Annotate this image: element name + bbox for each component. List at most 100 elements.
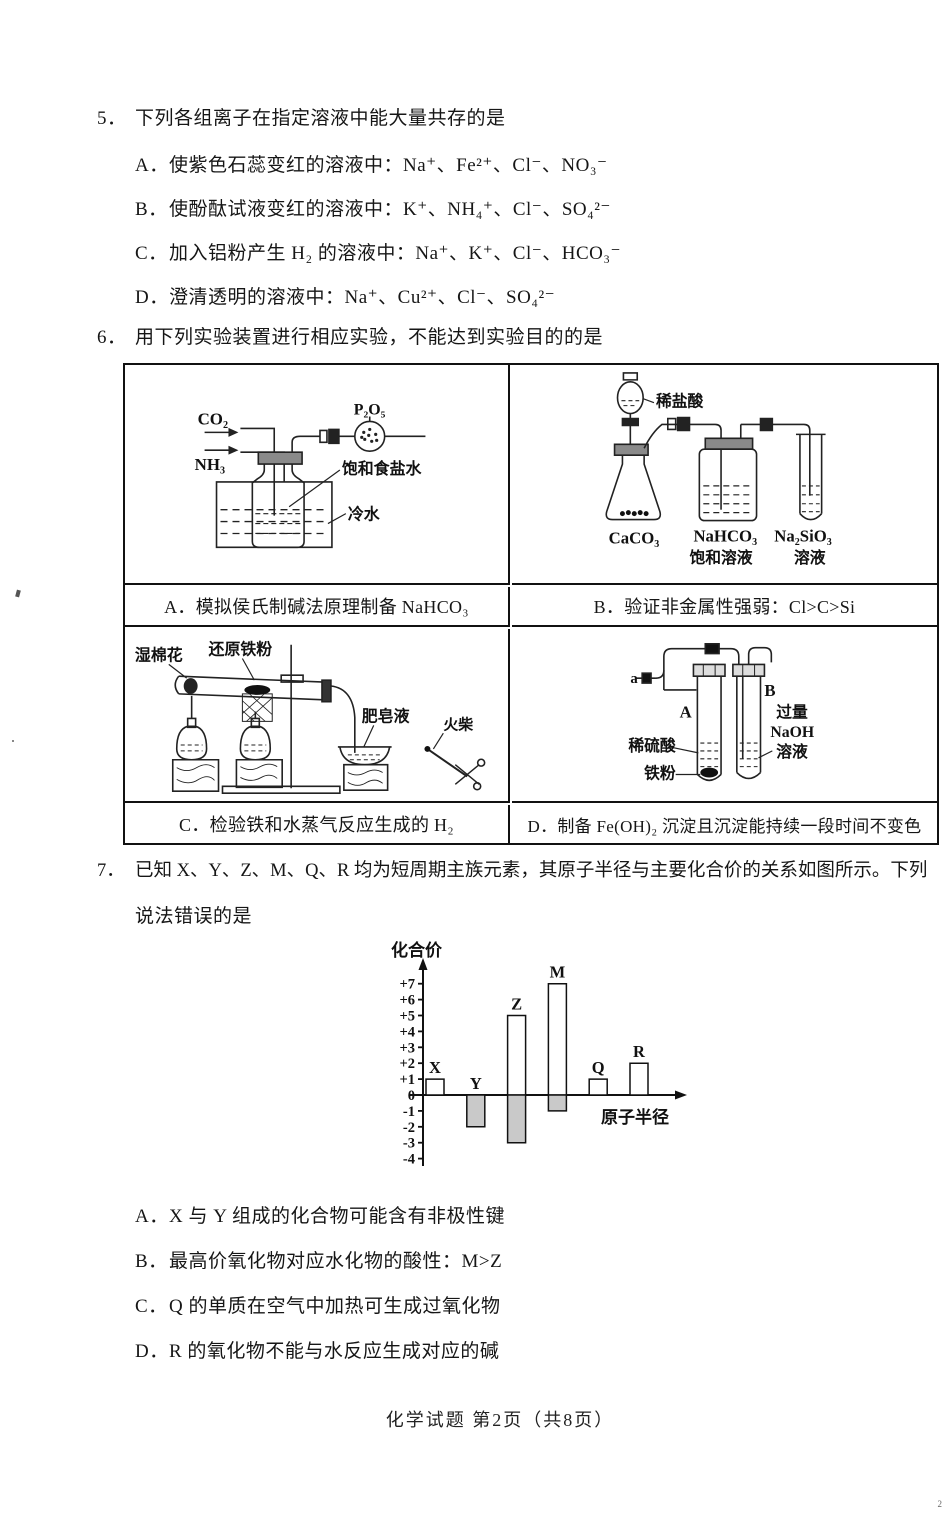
axis-tick-label: -2 bbox=[403, 1120, 415, 1136]
axis-tick-label: -1 bbox=[403, 1104, 415, 1120]
dilute-h2so4-label: 稀硫酸 bbox=[628, 736, 676, 755]
solution-label: 溶液 bbox=[794, 548, 826, 567]
brine-label: 饱和食盐水 bbox=[342, 459, 423, 478]
match-label: 火柴 bbox=[443, 715, 473, 733]
caption-d: D．制备 Fe(OH)₂ 沉淀且沉淀能持续一段时间不变色 bbox=[512, 805, 937, 843]
gas-nh3-label: NH₃ bbox=[195, 455, 225, 474]
q5-option-d: D．澄清透明的溶液中：Na⁺、Cu²⁺、Cl⁻、SO₄²⁻ bbox=[135, 282, 555, 309]
axis-tick-label: +6 bbox=[399, 993, 415, 1009]
q5-stem-text: 下列各组离子在指定溶液中能大量共存的是 bbox=[135, 108, 506, 129]
q6-number: 6． bbox=[97, 327, 127, 348]
axis-tick-label: +3 bbox=[399, 1040, 415, 1056]
q7-stem: 7．已知 X、Y、Z、M、Q、R 均为短周期主族元素，其原子半径与主要化合价的关… bbox=[97, 856, 927, 882]
q7-stem-line2: 说法错误的是 bbox=[135, 906, 253, 927]
caption-d-text: D．制备 Fe(OH)₂ 沉淀且沉淀能持续一段时间不变色 bbox=[527, 816, 922, 836]
q5-option-a: A．使紫色石蕊变红的溶液中：Na⁺、Fe²⁺、Cl⁻、NO₃⁻ bbox=[135, 150, 608, 177]
apparatus-d-diagram: a A B 稀硫酸 铁粉 过量 NaOH 溶液 bbox=[628, 629, 814, 782]
apparatus-c-cell: 湿棉花 还原铁粉 肥皂液 火柴 bbox=[125, 629, 510, 803]
axis-tick-label: -4 bbox=[403, 1152, 415, 1168]
option-text: 使酚酞试液变红的溶液中：K⁺、NH₄⁺、Cl⁻、SO₄²⁻ bbox=[169, 199, 611, 220]
chart-category-label: Q bbox=[592, 1058, 605, 1077]
apparatus-table: CO₂ NH₃ P₂O₅ 饱和食盐水 冷水 bbox=[123, 363, 939, 845]
caption-b: B．验证非金属性强弱：Cl>C>Si bbox=[512, 587, 937, 627]
chart-bar-positive bbox=[630, 1063, 648, 1095]
axis-tick-label: +4 bbox=[399, 1024, 415, 1040]
option-text: R 的氧化物不能与水反应生成对应的碱 bbox=[169, 1341, 500, 1362]
option-label: D． bbox=[135, 1341, 169, 1362]
q5-number: 5． bbox=[97, 108, 127, 129]
q7-stem-line1: 已知 X、Y、Z、M、Q、R 均为短周期主族元素，其原子半径与主要化合价的关系如… bbox=[135, 861, 928, 881]
caco3-label: CaCO₃ bbox=[609, 528, 660, 547]
chart-category-label: X bbox=[429, 1058, 441, 1077]
corner-page-mark: 2 bbox=[937, 1499, 943, 1509]
axis-tick-label: -3 bbox=[403, 1136, 415, 1152]
caption-a: A．模拟侯氏制碱法原理制备 NaHCO₃ bbox=[125, 587, 510, 627]
apparatus-d-cell: a A B 稀硫酸 铁粉 过量 NaOH 溶液 bbox=[512, 629, 937, 803]
q5-stem: 5． 下列各组离子在指定溶液中能大量共存的是 bbox=[97, 103, 506, 130]
coldwater-label: 冷水 bbox=[348, 505, 381, 524]
apparatus-c-diagram: 湿棉花 还原铁粉 肥皂液 火柴 bbox=[134, 640, 510, 803]
axis-tick-label: +7 bbox=[399, 977, 415, 993]
chart-bar-positive bbox=[426, 1079, 444, 1095]
caption-c: C．检验铁和水蒸气反应生成的 H₂ bbox=[125, 805, 510, 843]
chart-bar-positive bbox=[508, 1016, 526, 1096]
option-text: 澄清透明的溶液中：Na⁺、Cu²⁺、Cl⁻、SO₄²⁻ bbox=[169, 287, 556, 308]
chart-category-label: R bbox=[633, 1042, 646, 1061]
q5-option-c: C．加入铝粉产生 H₂ 的溶液中：Na⁺、K⁺、Cl⁻、HCO₃⁻ bbox=[135, 238, 621, 265]
option-text: X 与 Y 组成的化合物可能含有非极性键 bbox=[169, 1206, 505, 1227]
chart-bar-positive bbox=[589, 1079, 607, 1095]
q7-option-b: B．最高价氧化物对应水化物的酸性：M>Z bbox=[135, 1246, 502, 1273]
tube-a-label: A bbox=[680, 702, 692, 721]
axis-tick-label: 0 bbox=[408, 1088, 415, 1104]
tube-b-label: B bbox=[764, 681, 775, 700]
chart-ylabel: 化合价 bbox=[391, 940, 443, 960]
apparatus-a-diagram: CO₂ NH₃ P₂O₅ 饱和食盐水 冷水 bbox=[195, 402, 510, 585]
axis-tick-label: +5 bbox=[399, 1009, 415, 1025]
caption-c-text: C．检验铁和水蒸气反应生成的 H₂ bbox=[179, 815, 454, 835]
chart-xlabel: 原子半径 bbox=[601, 1107, 669, 1127]
chart-bar-negative bbox=[508, 1095, 526, 1143]
option-label: A． bbox=[135, 155, 169, 176]
scan-speck bbox=[12, 740, 14, 742]
apparatus-b-diagram: 稀盐酸 CaCO₃ NaHCO₃ 饱和溶液 Na₂SiO₃ 溶液 bbox=[512, 365, 832, 567]
naoh-label: NaOH bbox=[770, 724, 814, 741]
chart-bar-negative bbox=[467, 1095, 485, 1127]
iron-powder-label: 还原铁粉 bbox=[208, 640, 273, 659]
page-footer: 化学试题 第2页（共8页） bbox=[385, 1410, 615, 1430]
valve-a-label: a bbox=[630, 671, 638, 687]
option-text: 最高价氧化物对应水化物的酸性：M>Z bbox=[169, 1251, 503, 1272]
soap-label: 肥皂液 bbox=[362, 706, 410, 725]
p2o5-label: P₂O₅ bbox=[354, 402, 386, 419]
gas-co2-label: CO₂ bbox=[198, 409, 228, 428]
apparatus-a-cell: CO₂ NH₃ P₂O₅ 饱和食盐水 冷水 bbox=[125, 365, 510, 585]
chart-category-label: M bbox=[550, 963, 566, 982]
na2sio3-label: Na₂SiO₃ bbox=[774, 526, 832, 545]
q6-stem: 6． 用下列实验装置进行相应实验，不能达到实验目的的是 bbox=[97, 322, 603, 349]
axis-tick-label: +2 bbox=[399, 1056, 415, 1072]
q6-stem-text: 用下列实验装置进行相应实验，不能达到实验目的的是 bbox=[135, 327, 604, 348]
chart-category-label: Z bbox=[511, 995, 522, 1014]
scan-speck bbox=[15, 589, 21, 598]
chart-category-label: Y bbox=[470, 1074, 482, 1093]
iron-label: 铁粉 bbox=[644, 763, 676, 782]
q7-option-a: A．X 与 Y 组成的化合物可能含有非极性键 bbox=[135, 1201, 505, 1228]
option-label: B． bbox=[135, 1251, 168, 1272]
wet-cotton-label: 湿棉花 bbox=[134, 646, 183, 665]
q5-option-b: B．使酚酞试液变红的溶液中：K⁺、NH₄⁺、Cl⁻、SO₄²⁻ bbox=[135, 194, 611, 221]
excess-label: 过量 bbox=[776, 702, 808, 721]
option-label: C． bbox=[135, 1296, 168, 1317]
option-text: 加入铝粉产生 H₂ 的溶液中：Na⁺、K⁺、Cl⁻、HCO₃⁻ bbox=[169, 243, 622, 264]
saturated-solution-label: 饱和溶液 bbox=[689, 548, 752, 567]
axis-tick-label: +1 bbox=[399, 1072, 415, 1088]
caption-a-text: A．模拟侯氏制碱法原理制备 NaHCO₃ bbox=[164, 597, 469, 617]
chart-bar-positive bbox=[548, 984, 566, 1095]
q7-option-d: D．R 的氧化物不能与水反应生成对应的碱 bbox=[135, 1336, 499, 1363]
option-label: C． bbox=[135, 243, 168, 264]
option-label: A． bbox=[135, 1206, 169, 1227]
nahco3-label: NaHCO₃ bbox=[693, 526, 757, 545]
x-axis-arrow bbox=[675, 1090, 687, 1100]
caption-b-text: B．验证非金属性强弱：Cl>C>Si bbox=[593, 597, 856, 617]
option-text: Q 的单质在空气中加热可生成过氧化物 bbox=[169, 1296, 501, 1317]
